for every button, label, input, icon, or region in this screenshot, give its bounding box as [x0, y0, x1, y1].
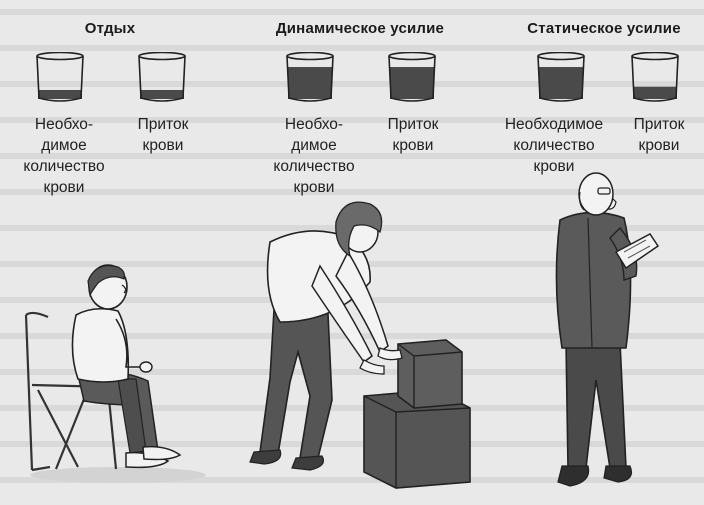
beaker-liquid: [38, 89, 82, 99]
beaker-blood-flow: [135, 51, 195, 104]
panel-dynamic-effort: Динамическое усилие Необхо- димое количе…: [240, 0, 480, 505]
beaker-liquid: [633, 86, 677, 99]
beaker-required-blood: [534, 51, 594, 104]
beaker-icon: [631, 51, 679, 102]
beaker-liquid: [390, 67, 434, 99]
beaker-liquid: [140, 89, 184, 99]
label-blood-flow: Приток крови: [387, 116, 439, 154]
panel-rest: Отдых Необхо- димое количество крови При…: [0, 0, 240, 505]
panel-title: Отдых: [84, 20, 136, 37]
label-blood-flow: Приток крови: [137, 116, 189, 154]
beaker-required-blood: [283, 51, 343, 104]
beaker-liquid: [288, 67, 332, 99]
label-required-blood: Необхо- димое количество крови: [273, 116, 355, 196]
panel-static-effort: Статическое усилие Необходимое количеств…: [480, 0, 704, 505]
panel-title: Динамическое усилие: [275, 20, 445, 37]
label-required-blood: Необхо- димое количество крови: [23, 116, 105, 196]
panel-title: Статическое усилие: [527, 20, 681, 37]
label-blood-flow: Приток крови: [633, 116, 685, 154]
beaker-liquid: [539, 67, 583, 99]
beaker-icon: [138, 51, 186, 102]
beaker-icon: [388, 51, 436, 102]
beaker-icon: [36, 51, 84, 102]
beaker-blood-flow: [385, 51, 445, 104]
sitting-boy-illustration: [24, 264, 206, 483]
woman-lifting-boxes-illustration: [249, 201, 471, 489]
beaker-required-blood: [33, 51, 93, 104]
beaker-icon: [286, 51, 334, 102]
beaker-icon: [537, 51, 585, 102]
label-required-blood: Необходимое количество крови: [504, 116, 604, 175]
standing-man-clipboard-illustration: [555, 172, 660, 487]
beaker-blood-flow: [628, 51, 688, 104]
